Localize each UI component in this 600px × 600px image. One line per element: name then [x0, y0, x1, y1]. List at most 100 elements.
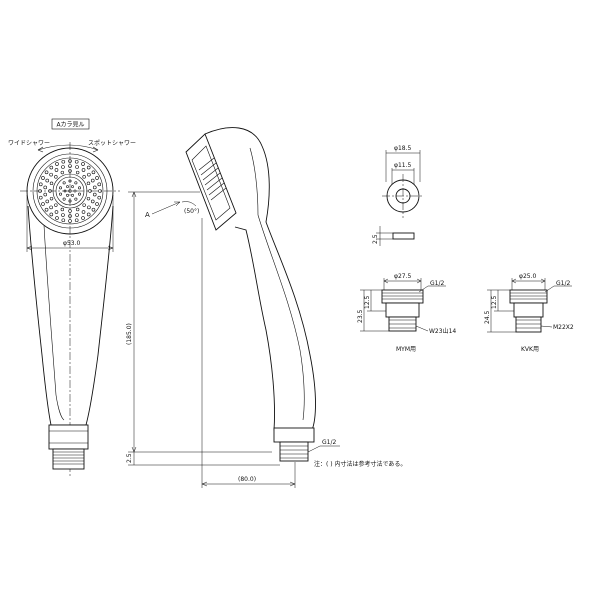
spray-nozzle-hole — [75, 207, 80, 212]
spray-nozzle-hole — [61, 213, 65, 217]
front-view-diameter-text: φ53.0 — [63, 240, 81, 247]
spray-nozzle-hole — [75, 213, 79, 217]
mym-dim-arrows — [383, 278, 422, 284]
front-view-dim-arrows — [26, 245, 114, 251]
spray-nozzle-hole — [60, 170, 65, 175]
washer-section — [392, 232, 415, 240]
front-view-connector-body — [48, 424, 89, 450]
spot-shower-label: スポットシャワー — [88, 139, 136, 147]
spray-nozzle-hole — [95, 202, 99, 206]
spray-nozzle-hole — [49, 172, 53, 177]
spray-nozzle-hole — [41, 176, 45, 180]
spray-nozzle-hole — [78, 186, 82, 190]
spray-nozzle-hole — [82, 175, 86, 179]
spray-nozzle-hole — [74, 218, 79, 223]
spray-nozzle-hole — [62, 197, 66, 201]
mym-thread-leader — [418, 285, 429, 293]
mym-caption: MYM用 — [396, 346, 416, 353]
spray-nozzle-hole — [86, 181, 91, 186]
height-dim-text: (185.0) — [126, 323, 133, 345]
front-view-handle-inner-line — [43, 224, 65, 421]
spray-nozzle-hole — [86, 196, 91, 201]
kvk-diameter-text: φ25.0 — [519, 273, 537, 280]
spray-nozzle-hole — [49, 196, 54, 201]
kvk-bottom-thread-label: M22X2 — [553, 324, 574, 331]
spray-nozzle-hole — [87, 172, 91, 177]
spray-nozzle-hole — [90, 178, 95, 183]
spray-nozzle-hole — [74, 197, 78, 201]
side-view-face-grill — [198, 157, 227, 201]
spray-nozzle-hole — [49, 212, 54, 217]
mym-diameter-text: φ27.5 — [394, 273, 412, 280]
kvk-top-section — [509, 289, 548, 304]
spray-nozzle-hole — [61, 159, 66, 164]
spray-nozzle-hole — [91, 207, 96, 212]
width-dim-text: (80.0) — [238, 476, 256, 483]
spray-nozzle-hole — [71, 185, 74, 189]
spray-nozzle-hole — [92, 185, 97, 190]
view-label-text: Aカラ見ル — [56, 122, 84, 129]
spray-nozzle-hole — [75, 170, 80, 175]
spray-nozzle-hole — [44, 207, 49, 212]
view-arrow-a — [151, 201, 181, 215]
thread-label: G1/2 — [322, 439, 336, 446]
spray-nozzle-hole — [49, 205, 53, 210]
spray-nozzle-hole — [54, 203, 58, 207]
spray-nozzle-hole — [97, 195, 102, 200]
spray-nozzle-hole — [66, 185, 69, 189]
spray-nozzle-hole — [44, 170, 49, 175]
spray-nozzle-hole — [43, 192, 48, 197]
spray-nozzle-hole — [45, 199, 50, 204]
spray-nozzle-hole — [61, 218, 66, 223]
side-view-connector-thread — [279, 441, 309, 462]
spray-nozzle-hole — [74, 181, 78, 185]
spray-nozzle-hole — [58, 192, 62, 196]
spray-nozzle-hole — [86, 165, 91, 170]
spray-nozzle-hole — [45, 178, 50, 183]
mym-thread-label: G1/2 — [430, 280, 444, 287]
view-arrow-a-label: A — [145, 211, 150, 219]
spray-nozzle-hole — [38, 195, 43, 200]
mym-body — [385, 302, 420, 318]
spray-nozzle-hole — [49, 181, 54, 186]
front-view-nozzles — [38, 159, 102, 223]
side-view-face-inner — [191, 145, 231, 221]
spray-nozzle-hole — [90, 199, 95, 204]
angle-dim-text: (50°) — [184, 208, 199, 215]
kvk-bottom-thread — [515, 316, 542, 333]
spray-nozzle-hole — [54, 175, 58, 179]
spray-nozzle-hole — [87, 205, 91, 210]
kvk-bottom-leader — [540, 325, 553, 328]
kvk-h2-text: 24.5 — [484, 310, 491, 324]
spray-nozzle-hole — [75, 165, 79, 169]
adapter-kvk: φ25.0 12.5 24.5 G1/2 M22X2 KVK用 — [484, 273, 574, 353]
kvk-h1-text: 12.5 — [491, 295, 498, 309]
side-view-head-face — [185, 133, 237, 231]
spray-nozzle-hole — [68, 209, 72, 213]
spray-nozzle-hole — [54, 168, 59, 172]
angle-arc — [181, 201, 197, 207]
arrow-head-left — [37, 146, 44, 153]
thread-leader — [307, 445, 321, 453]
kvk-caption: KVK用 — [521, 346, 539, 353]
dimension-note: 注：( ) 内寸法は参考寸法である。 — [314, 460, 406, 468]
mym-bottom-leader — [415, 325, 429, 332]
spray-nozzle-hole — [71, 193, 74, 197]
arrow-head-right — [92, 146, 99, 153]
adapter-mym: φ27.5 12.5 23.5 G1/2 W23山14 MYM用 — [357, 273, 456, 353]
spray-nozzle-hole — [41, 202, 45, 206]
washer-outer-dim-text: φ18.5 — [394, 145, 412, 152]
side-view-connector-collar — [273, 427, 315, 443]
spray-nozzle-hole — [81, 162, 85, 166]
spray-nozzle-hole — [54, 210, 59, 214]
kvk-dim-arrows — [511, 278, 546, 284]
base-dim-text: 2.5 — [126, 453, 133, 463]
spray-nozzle-hole — [86, 212, 91, 217]
mym-h1-text: 12.5 — [364, 295, 371, 309]
spray-nozzle-hole — [91, 170, 96, 175]
washer-detail: φ18.5 φ11.5 2.5 — [372, 145, 424, 246]
mym-top-thread — [382, 292, 423, 300]
spray-nozzle-hole — [78, 192, 82, 196]
spray-nozzle-hole — [55, 216, 59, 220]
spray-nozzle-hole — [95, 176, 99, 180]
